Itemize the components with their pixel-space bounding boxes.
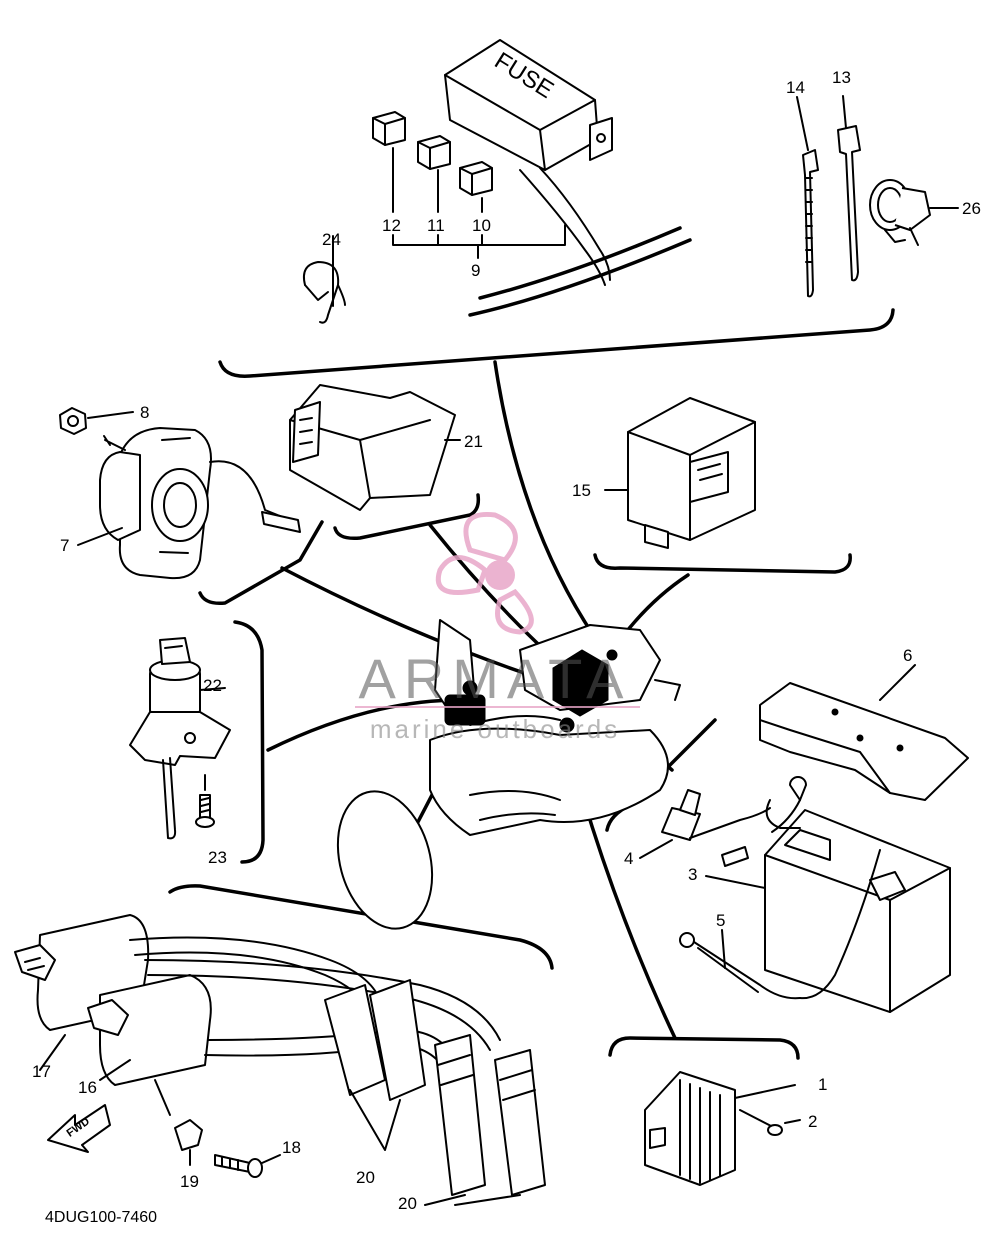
main-switch-22 — [129, 637, 231, 840]
label-24: 24 — [322, 230, 341, 249]
wire-clip-24 — [302, 235, 346, 324]
label-20b: 20 — [398, 1194, 417, 1213]
fuse-11 — [417, 135, 451, 170]
battery-cover-6 — [759, 664, 969, 801]
battery-cable-4 — [639, 789, 771, 867]
clamp-26 — [869, 179, 959, 246]
watermark-logo — [435, 511, 534, 635]
label-22: 22 — [203, 676, 222, 695]
motorcycle-frame — [336, 619, 681, 930]
cable-tie-13 — [837, 95, 861, 282]
label-7: 7 — [60, 536, 69, 555]
ignition-coil-16 — [87, 974, 212, 1086]
label-4: 4 — [624, 849, 633, 868]
diagram-code: 4DUG100-7460 — [45, 1209, 157, 1226]
watermark-brand: ARMATA — [358, 647, 631, 710]
battery-cable-5 — [679, 929, 801, 1000]
cap-19 — [154, 1079, 203, 1166]
label-6: 6 — [903, 646, 912, 665]
relay-15 — [604, 397, 756, 549]
fuse-10 — [459, 161, 493, 196]
part-labels: 1 2 3 4 5 6 7 8 9 10 11 12 13 14 15 16 1… — [32, 68, 981, 1213]
group-brackets — [168, 226, 895, 1060]
label-10: 10 — [472, 216, 491, 235]
bolt-2 — [739, 1109, 801, 1136]
label-12: 12 — [382, 216, 401, 235]
horn-7 — [77, 427, 301, 580]
label-26: 26 — [962, 199, 981, 218]
cable-tie-14 — [796, 96, 819, 298]
label-3: 3 — [688, 865, 697, 884]
label-15: 15 — [572, 481, 591, 500]
label-14: 14 — [786, 78, 805, 97]
battery-3 — [705, 776, 951, 1013]
label-2: 2 — [808, 1112, 817, 1131]
label-9: 9 — [471, 261, 480, 280]
label-20a: 20 — [356, 1168, 375, 1187]
fwd-arrow: FWD — [47, 1104, 111, 1153]
fuse-box: FUSE — [444, 39, 613, 286]
label-11: 11 — [427, 216, 445, 235]
nut-8 — [59, 407, 134, 435]
bolt-18 — [214, 1154, 281, 1178]
relay-21 — [289, 384, 461, 511]
label-13: 13 — [832, 68, 851, 87]
label-5: 5 — [716, 911, 725, 930]
label-19: 19 — [180, 1172, 199, 1191]
label-17: 17 — [32, 1062, 51, 1081]
screw-23 — [195, 774, 215, 828]
label-23: 23 — [208, 848, 227, 867]
label-16: 16 — [78, 1078, 97, 1097]
plug-leads-20 — [129, 936, 546, 1206]
fuse-leaders — [392, 147, 566, 259]
fuse-12 — [372, 111, 406, 146]
label-8: 8 — [140, 403, 149, 422]
watermark-tagline: marine outboards — [370, 714, 620, 744]
watermark: ARMATA marine outboards — [355, 511, 640, 744]
label-21: 21 — [464, 432, 483, 451]
label-18: 18 — [282, 1138, 301, 1157]
label-1: 1 — [818, 1075, 827, 1094]
rectifier-1 — [644, 1071, 796, 1186]
